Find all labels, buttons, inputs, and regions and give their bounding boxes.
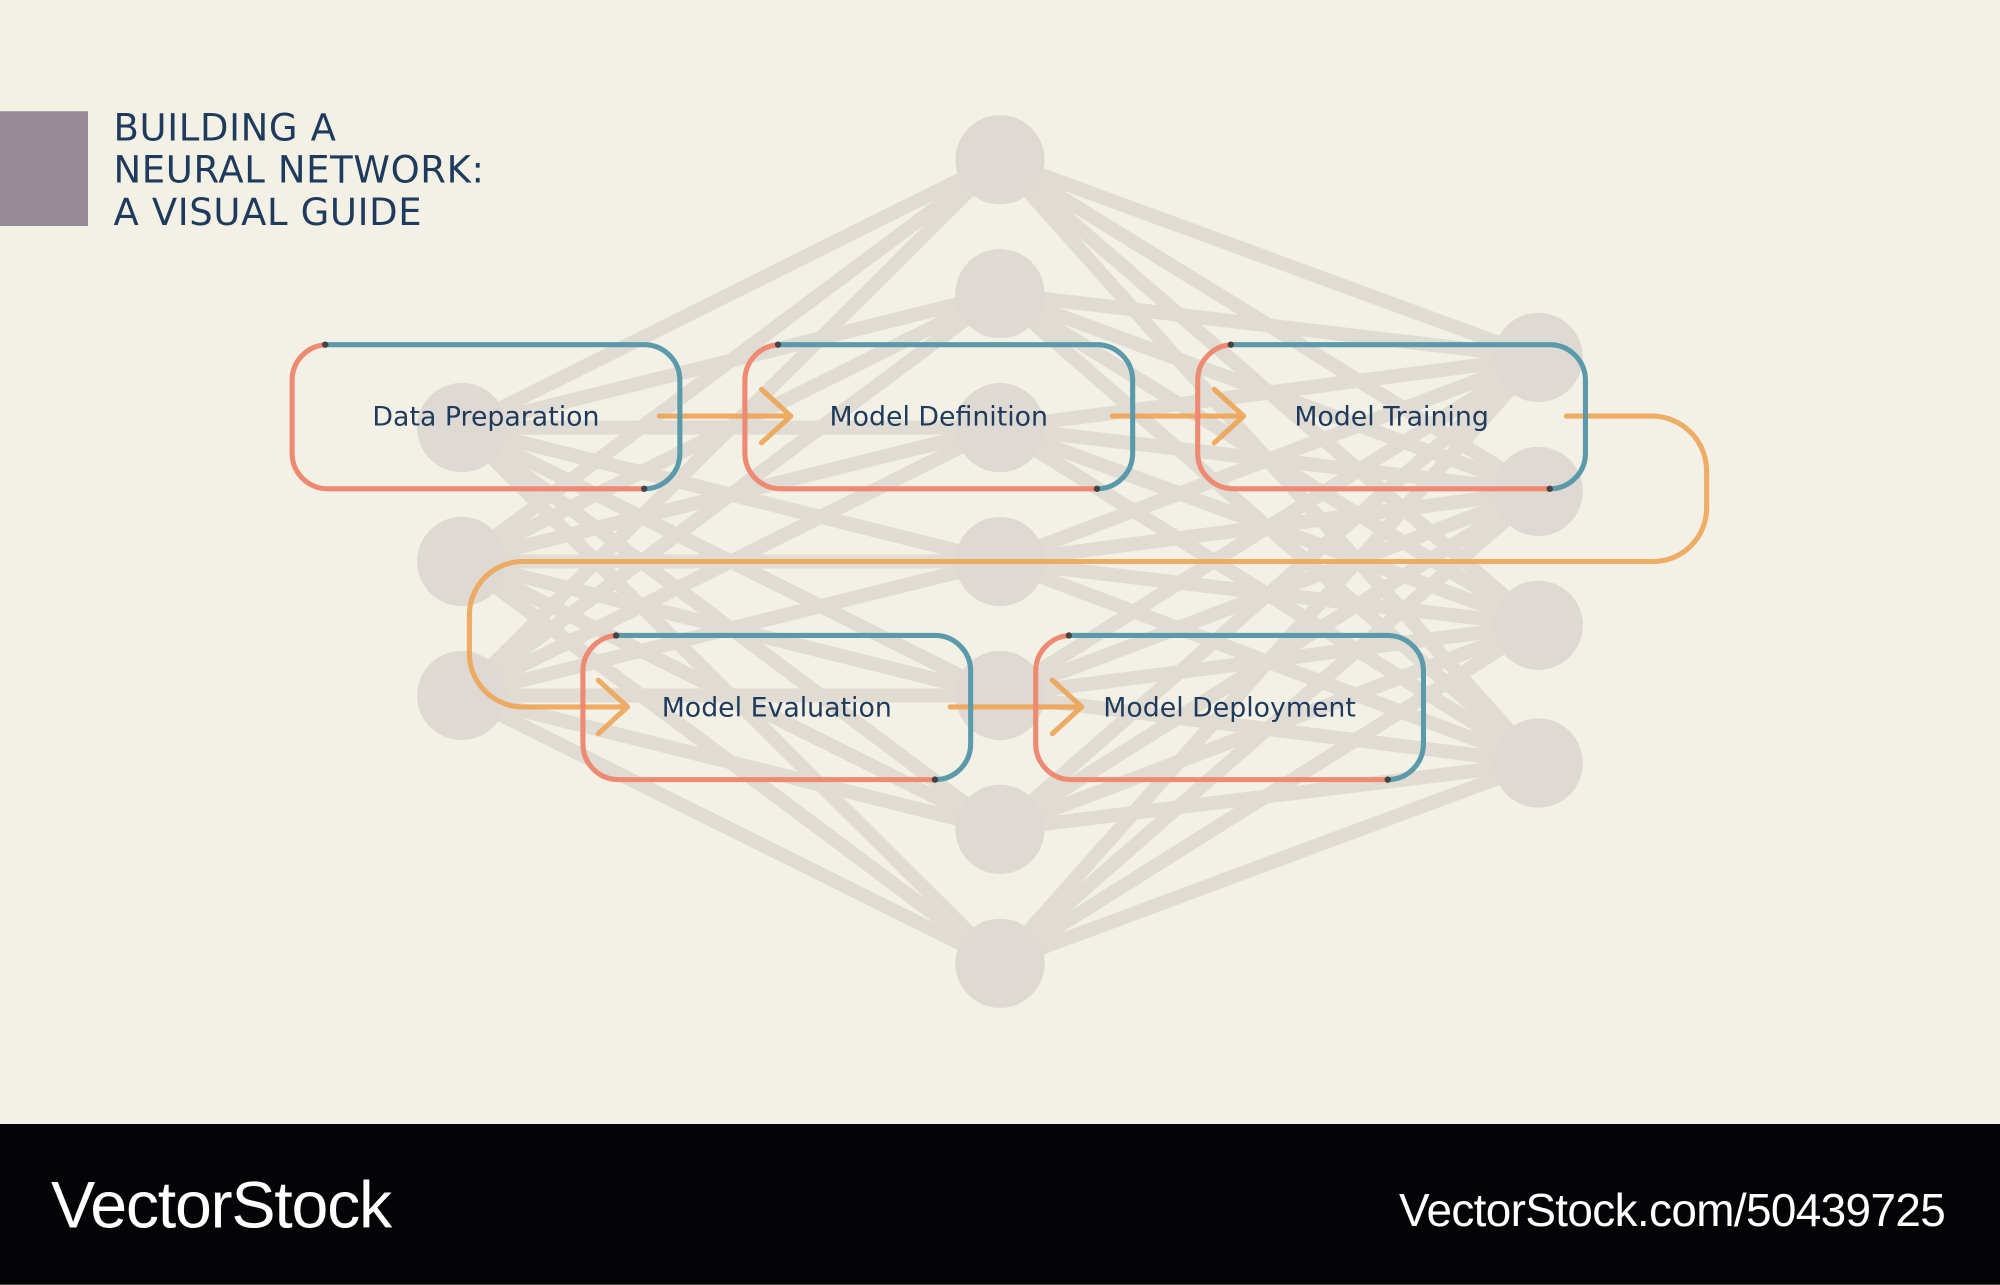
step-border-blue [1233, 342, 1589, 492]
network-edge [458, 153, 1004, 434]
step-dot [1093, 485, 1101, 492]
step-dot [931, 776, 939, 783]
step-border-salmon [742, 342, 1097, 492]
step-box: Data Preparation [289, 341, 683, 492]
network-node [955, 918, 1045, 1008]
network-edge [997, 350, 1541, 569]
network-edge [460, 688, 1002, 837]
network-edge [995, 352, 1543, 835]
network-node [955, 382, 1045, 473]
title-line-3: A VISUAL GUIDE [114, 191, 423, 234]
step-border-salmon [289, 342, 645, 492]
title-block [0, 111, 89, 227]
title-line-2: NEURAL NETWORK: [114, 149, 485, 192]
footer-url[interactable]: VectorStock.com/50439725 [1399, 1184, 1946, 1236]
network-node [417, 516, 507, 607]
network-edge [994, 352, 1544, 968]
step-dot [1384, 776, 1391, 783]
network-edge [460, 554, 1002, 703]
step-dot [322, 341, 329, 348]
network-edge [456, 154, 1005, 701]
network-edge [457, 288, 1005, 702]
network-node [955, 784, 1045, 875]
step-border-blue [618, 632, 974, 783]
network-node [417, 650, 507, 741]
step-dot [1227, 341, 1235, 348]
network-edge [995, 486, 1543, 969]
flow-arrows [466, 386, 1710, 737]
network-edge [457, 154, 1005, 568]
step-box: Model Definition [742, 341, 1136, 492]
network-node [955, 249, 1045, 339]
step-box: Model Deployment [1033, 632, 1427, 783]
network-node [1493, 718, 1583, 808]
step-label: Model Definition [830, 402, 1048, 433]
network-edge [996, 619, 1542, 970]
step-border-blue [1071, 632, 1427, 783]
step-dot [612, 632, 620, 639]
network-edge [997, 756, 1541, 970]
step-dot [1546, 485, 1553, 492]
network-node [1493, 580, 1583, 670]
network-node [955, 115, 1045, 205]
step-dot [774, 341, 782, 348]
step-border-blue [327, 342, 683, 492]
footer-bar [0, 1124, 2000, 1285]
step-label: Model Deployment [1103, 692, 1356, 723]
network-edge [458, 689, 1004, 970]
arrow-training-to-evaluation [466, 413, 1710, 737]
network-edge [999, 350, 1540, 435]
step-border-salmon [1195, 342, 1550, 492]
neural-network-background [417, 115, 1583, 1008]
footer-logo[interactable]: VectorStock [51, 1168, 394, 1242]
network-node [1493, 312, 1583, 403]
step-box: Model Training [1195, 341, 1589, 492]
title-line-1: BUILDING A [114, 107, 337, 150]
step-border-salmon [580, 632, 935, 783]
step-box: Model Evaluation [580, 632, 974, 783]
network-edge [996, 351, 1542, 702]
step-border-salmon [1033, 632, 1388, 783]
page-title: BUILDING A NEURAL NETWORK: A VISUAL GUID… [114, 107, 485, 234]
network-edge [997, 153, 1541, 365]
network-node [955, 650, 1045, 741]
step-border-blue [780, 342, 1136, 492]
process-steps: Data Preparation Model Definition Model Tr… [289, 341, 1589, 783]
step-dot [640, 485, 648, 492]
step-dot [1065, 632, 1073, 639]
network-node [417, 382, 507, 473]
step-label: Model Evaluation [662, 692, 892, 723]
step-label: Data Preparation [372, 402, 599, 433]
step-label: Model Training [1294, 402, 1488, 433]
